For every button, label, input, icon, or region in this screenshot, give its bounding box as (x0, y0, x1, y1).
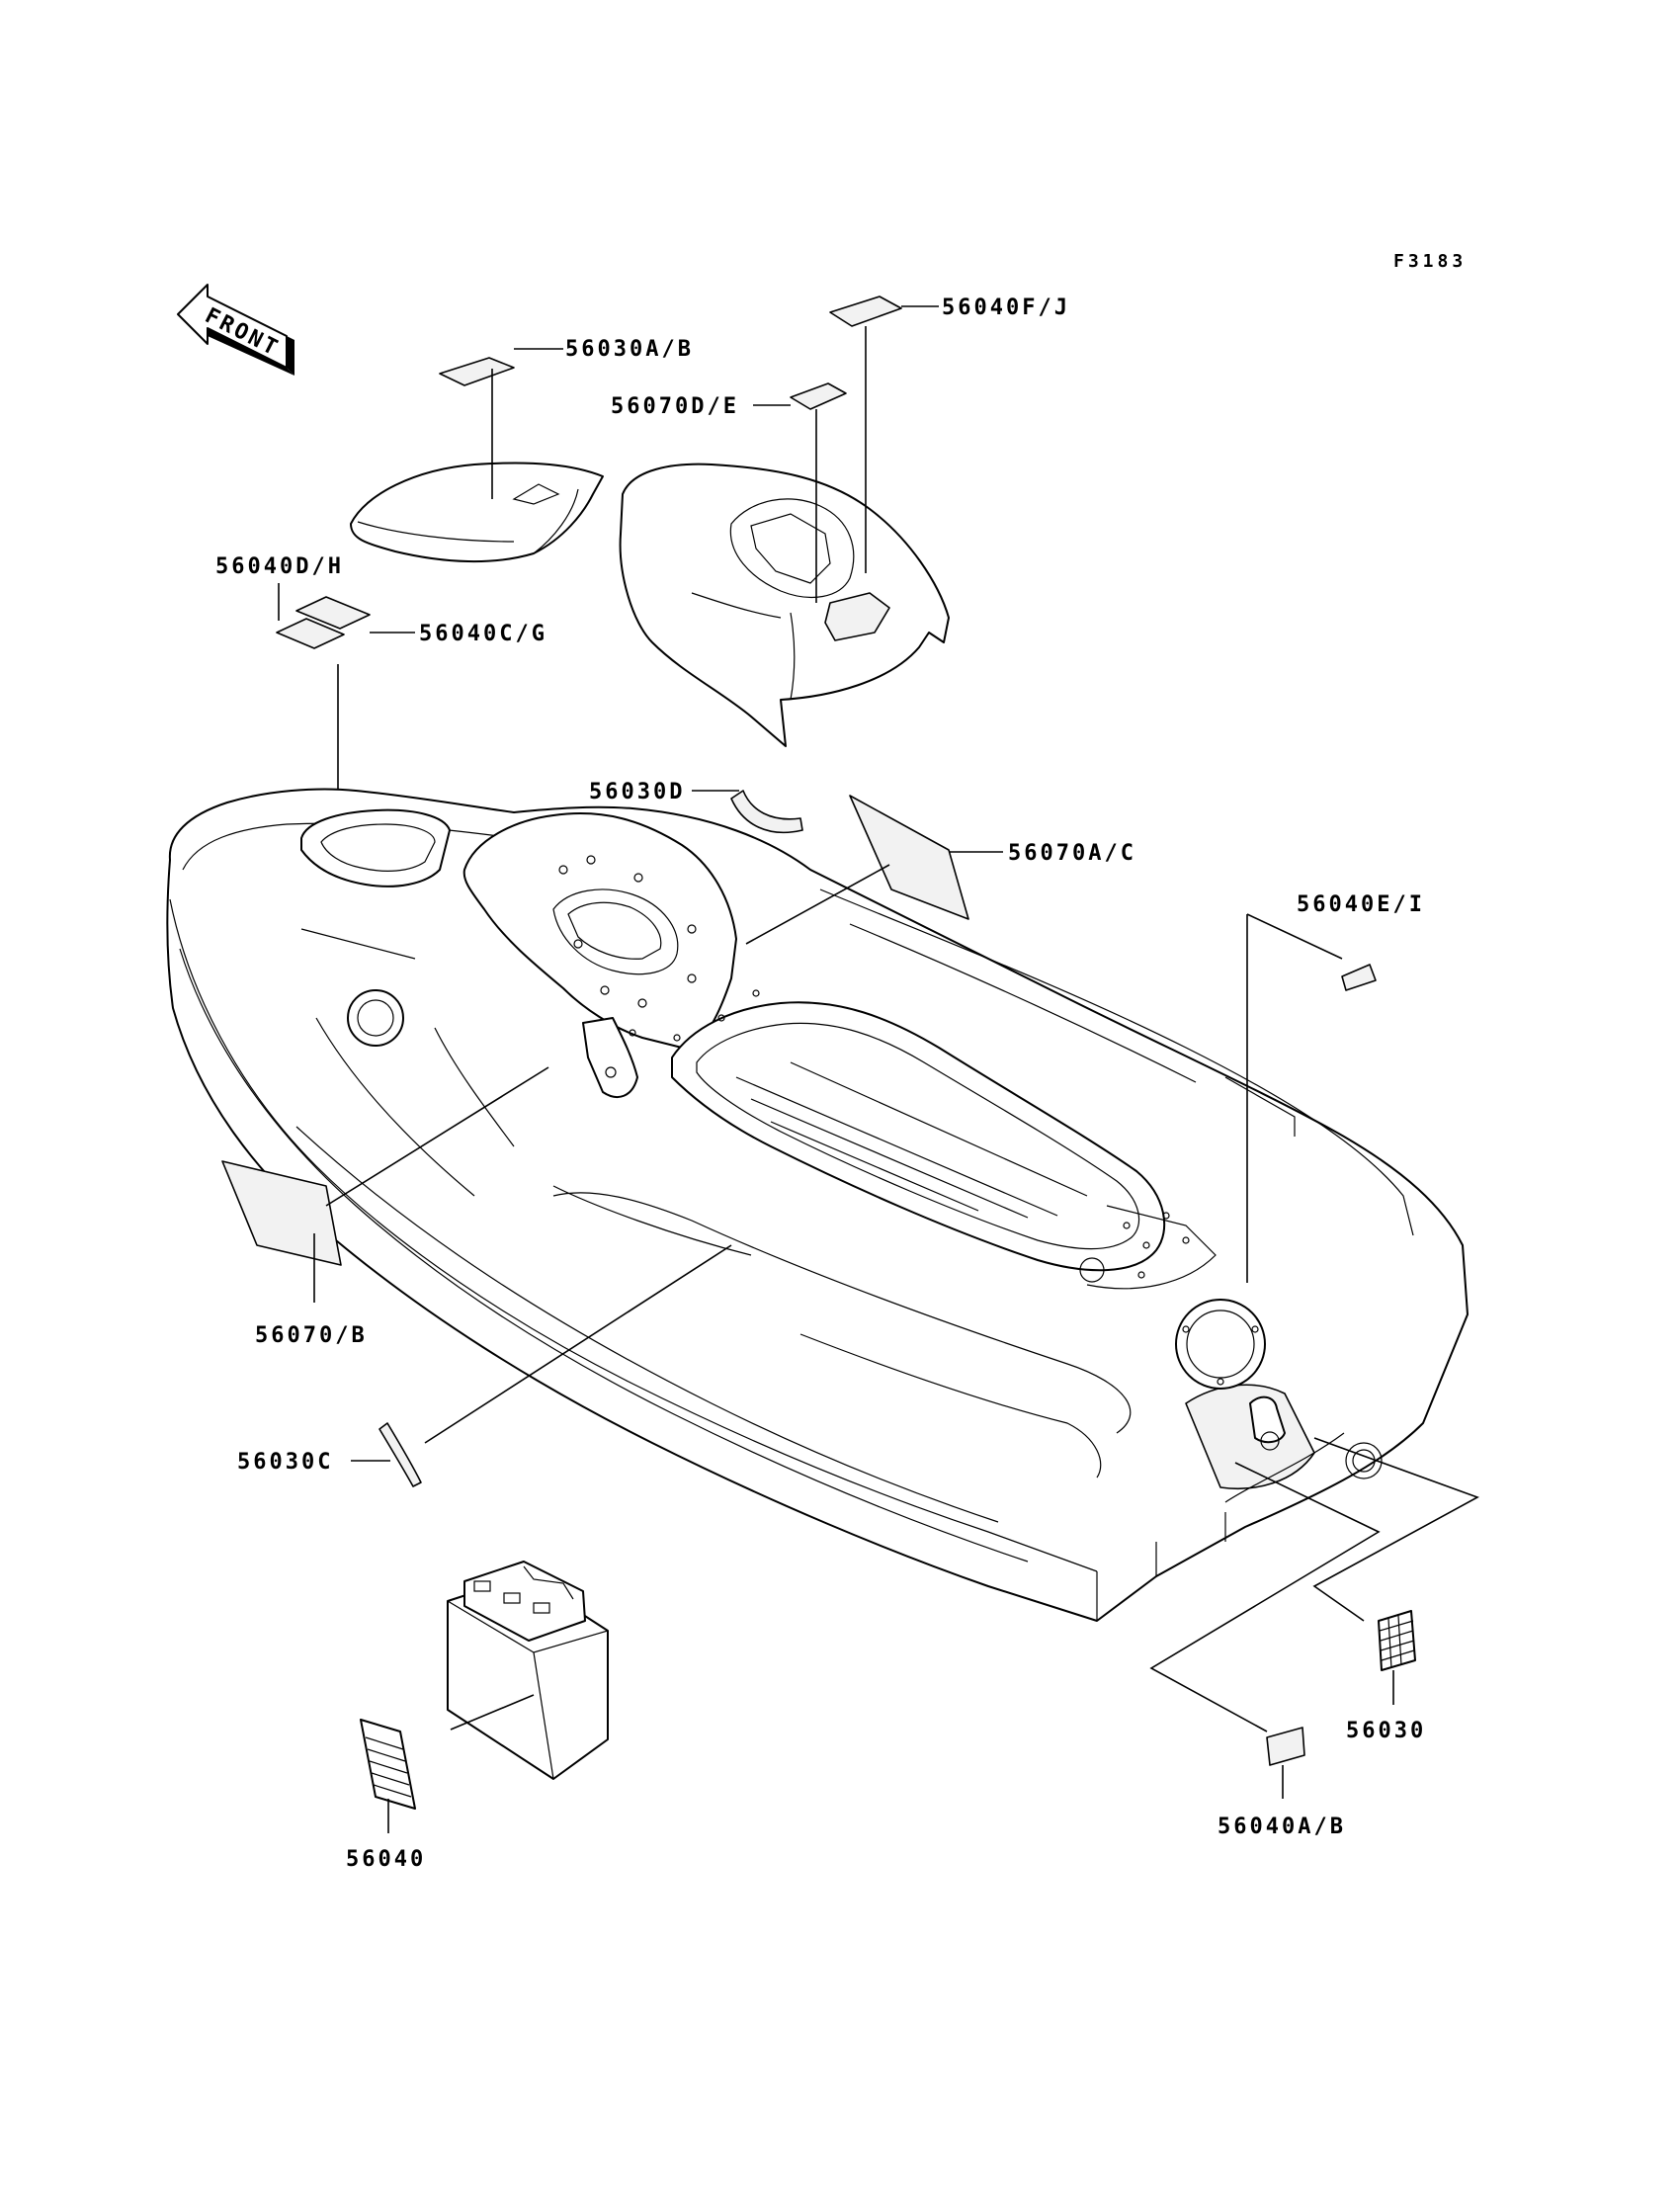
decal-56040DH (276, 618, 345, 649)
hood-part (619, 463, 950, 747)
battery-part (447, 1561, 609, 1780)
decal-56040CG (295, 596, 371, 630)
decal-56040FJ (829, 296, 902, 327)
decal-56040AB (1266, 1727, 1305, 1766)
decal-56030AB (439, 357, 515, 386)
callout-56030AB: 56030A/B (565, 337, 694, 362)
decal-56030 (1378, 1610, 1416, 1671)
callout-56040: 56040 (346, 1847, 426, 1872)
decal-56030D (730, 790, 803, 834)
hull-body (166, 788, 1469, 1622)
callout-56070AC: 56070A/C (1008, 841, 1136, 866)
seat-part (350, 462, 604, 562)
decal-56040EI (1341, 964, 1377, 991)
callout-56040CG: 56040C/G (419, 622, 547, 646)
callout-56070DE: 56070D/E (611, 394, 739, 419)
front-arrow-icon: FRONT (177, 284, 294, 376)
decal-56070DE (790, 382, 847, 410)
callout-56040DH: 56040D/H (215, 554, 344, 579)
decal-56040 (360, 1719, 416, 1810)
callout-56040FJ: 56040F/J (942, 296, 1070, 320)
callout-56030: 56030 (1346, 1719, 1426, 1743)
decal-56030C (378, 1422, 422, 1487)
figure-code: F3183 (1393, 251, 1467, 272)
callout-56070B: 56070/B (255, 1323, 368, 1348)
callout-56040EI: 56040E/I (1297, 892, 1425, 917)
decal-56070AC (849, 795, 969, 920)
callout-56030D: 56030D (589, 780, 685, 804)
callout-56040AB: 56040A/B (1218, 1815, 1346, 1839)
decal-56070B (221, 1160, 342, 1266)
callout-56030C: 56030C (237, 1450, 333, 1475)
